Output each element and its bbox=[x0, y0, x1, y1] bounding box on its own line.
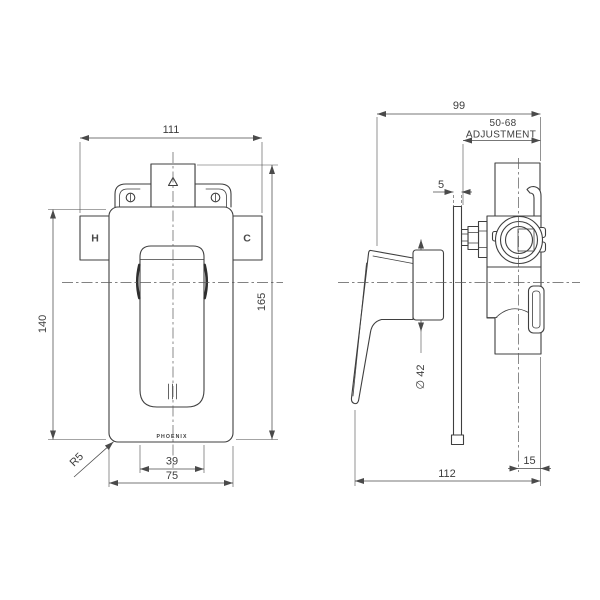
side-bottom-fitting-inner bbox=[532, 290, 541, 329]
front-handle-grip-lines bbox=[168, 383, 177, 400]
side-spindle-large-facets bbox=[478, 230, 488, 248]
side-lever-ridge-line bbox=[352, 262, 367, 397]
front-handle-right-bulge bbox=[203, 263, 209, 300]
front-handle bbox=[139, 245, 205, 408]
front-view: H C PHOENIX 111 140 165 39 bbox=[37, 124, 283, 487]
cold-label: C bbox=[243, 233, 251, 245]
side-handle-lever bbox=[350, 249, 414, 405]
side-bottom-fitting bbox=[527, 285, 545, 334]
hot-inlet-port bbox=[79, 215, 111, 261]
dim-39-text: 39 bbox=[166, 456, 178, 468]
dim-r5-leader bbox=[73, 441, 114, 478]
brand-logo: PHOENIX bbox=[156, 434, 187, 440]
side-spindle-small bbox=[460, 228, 469, 247]
cold-inlet-port bbox=[231, 215, 263, 261]
dim-111-text: 111 bbox=[163, 124, 180, 136]
side-body-dome-curve bbox=[495, 308, 529, 318]
side-wall-plate-foot bbox=[450, 434, 465, 446]
side-valve-body-lower bbox=[486, 266, 542, 355]
side-handle-hub-edge bbox=[372, 255, 414, 264]
dim-r5-text: R5 bbox=[68, 451, 86, 469]
dim-42-text: ∅ 42 bbox=[415, 365, 427, 390]
front-handle-left-bulge bbox=[135, 263, 141, 300]
dim-5-text: 5 bbox=[438, 179, 444, 191]
dim-165-text: 165 bbox=[256, 293, 268, 311]
dim-140-text: 140 bbox=[37, 315, 49, 333]
hot-label: H bbox=[91, 233, 99, 245]
side-spindle-mid-facets bbox=[467, 232, 479, 244]
side-port-inner-detail bbox=[517, 228, 535, 252]
side-spindle-small-facets bbox=[461, 233, 469, 242]
dim-15-text: 15 bbox=[523, 455, 535, 467]
front-bracket-inner-right bbox=[205, 188, 227, 208]
side-spindle-mid bbox=[467, 225, 480, 251]
side-top-elbow-pipe bbox=[526, 185, 542, 217]
dim-99-text: 99 bbox=[453, 100, 465, 112]
side-wall-plate bbox=[452, 205, 463, 437]
dim-adjustment-label-text: ADJUSTMENT bbox=[466, 130, 536, 141]
side-view: 99 50-68 ADJUSTMENT 5 ∅ 42 112 15 bbox=[338, 100, 580, 486]
front-bracket-inner-left bbox=[119, 188, 141, 208]
side-spindle-large bbox=[477, 220, 488, 259]
dim-5-ext-lines bbox=[453, 195, 462, 206]
dim-112-text: 112 bbox=[438, 468, 456, 480]
side-escutcheon bbox=[412, 249, 445, 321]
dim-adjustment-value-text: 50-68 bbox=[489, 118, 516, 129]
dim-75-text: 75 bbox=[166, 470, 178, 482]
side-port-inner-ring bbox=[504, 225, 534, 255]
